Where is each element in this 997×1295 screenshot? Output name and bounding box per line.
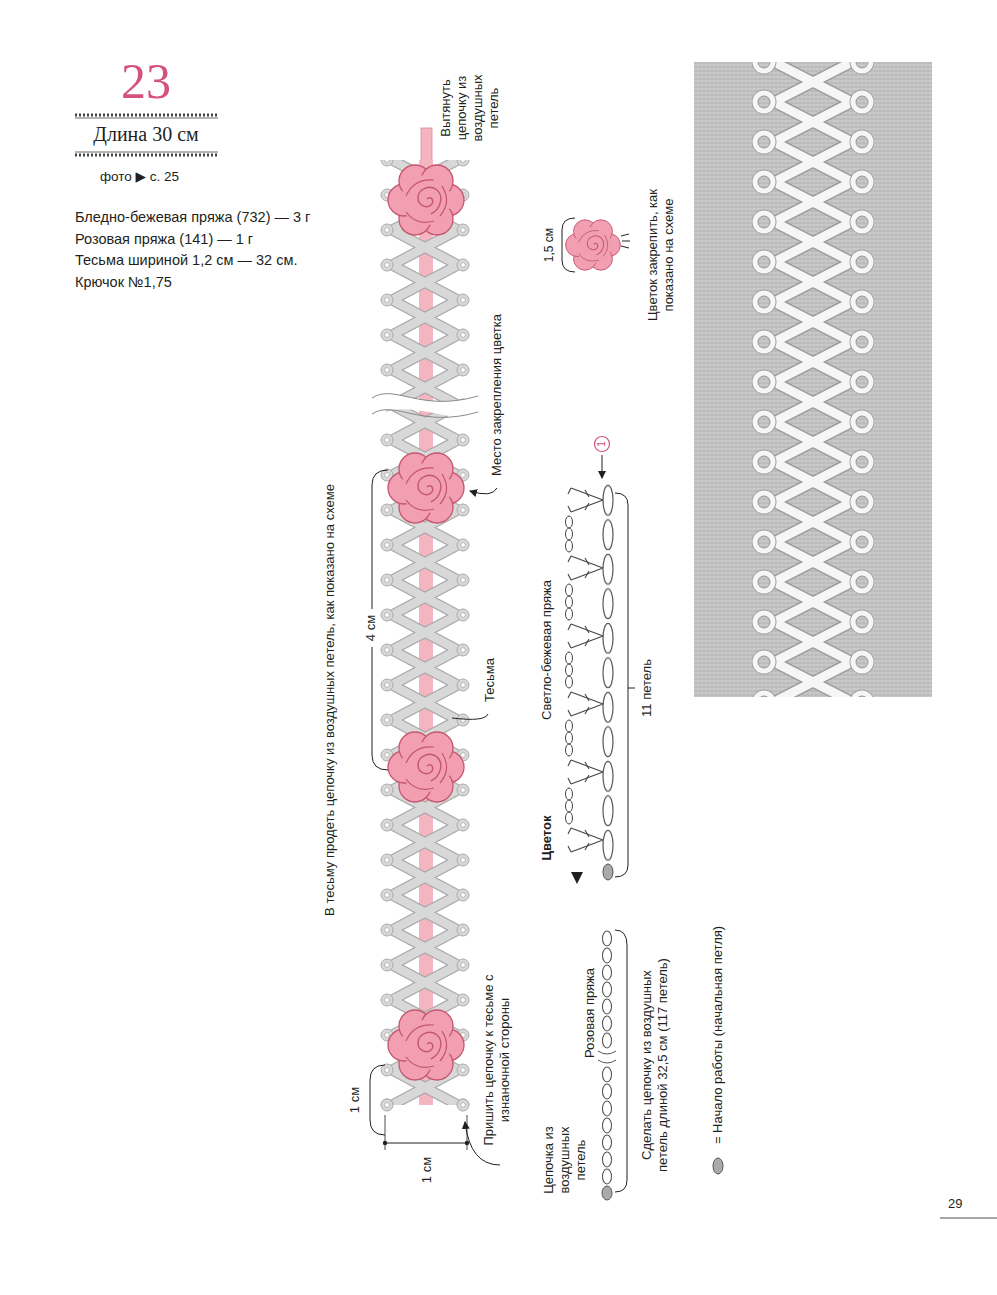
double-crochet-fan: [568, 556, 603, 580]
double-crochet-fan: [568, 692, 603, 716]
count-label: 11 петель: [639, 643, 655, 733]
rose-flower: [388, 165, 464, 235]
start-loop-symbol: [713, 1158, 723, 1174]
part-label: Цветок: [539, 808, 555, 868]
dimension-label: 1,5 см: [542, 220, 557, 270]
length-bracket: [615, 930, 627, 1192]
double-crochet-fan: [568, 624, 603, 648]
step-number: 1: [596, 438, 608, 450]
chain-arc: [566, 652, 573, 688]
photo-ref: фото ▶ с. 25: [100, 168, 179, 185]
dimension-bracket: [370, 1065, 385, 1135]
break-mark: [598, 1051, 616, 1063]
material-line: Розовая пряжа (141) — 1 г: [75, 230, 253, 248]
direction-arrow: [602, 455, 603, 478]
count-bracket: [615, 493, 635, 877]
rose-flower: [388, 453, 464, 523]
lace-photo: [752, 62, 874, 697]
note-label: Сделать цепочку из воздушных петель длин…: [639, 950, 671, 1180]
rose-flower: [388, 732, 464, 802]
double-crochet-fan: [568, 760, 603, 784]
part-label: Цепочка из воздушных петель: [541, 1113, 589, 1208]
rose-flower: [388, 1010, 464, 1080]
double-crochet-fan: [568, 828, 603, 852]
length-heading: Длина 30 см: [93, 122, 198, 147]
end-marker: [571, 872, 583, 884]
pattern-number: 23: [121, 52, 171, 110]
note-label: В тесьму продеть цепочку из воздушных пе…: [322, 440, 338, 960]
double-crochet-fan: [568, 488, 603, 512]
note-label: Цветок закрепить, как показано на схеме: [645, 180, 677, 330]
note-label: Пришить цепочку к тесьме с изнаночной ст…: [481, 973, 513, 1148]
page-number: 29: [948, 1196, 962, 1212]
fabric-photo: [694, 62, 932, 697]
yarn-label: Розовая пряжа: [582, 958, 598, 1068]
yarn-label: Светло-бежевая пряжа: [539, 570, 555, 730]
rose-flower: [566, 220, 621, 270]
callout-label: Тесьма: [482, 650, 498, 710]
dimension-label: 1 см: [419, 1153, 435, 1187]
page-rule: [940, 1218, 997, 1219]
dotted-rule: [75, 115, 218, 155]
pink-chain: [600, 930, 614, 1049]
foundation-chain: [598, 483, 618, 863]
material-line: Бледно-бежевая пряжа (732) — 3 г: [75, 208, 310, 226]
dimension-label: 1 см: [347, 1083, 363, 1117]
chain-arc: [566, 584, 573, 620]
material-line: Тесьма шириной 1,2 см — 32 см.: [75, 251, 297, 269]
material-line: Крючок №1,75: [75, 273, 172, 291]
leader-line: [452, 714, 488, 719]
start-loop: [603, 864, 613, 880]
dimension-bracket: [562, 218, 575, 272]
attach-ticks: [621, 234, 630, 248]
pink-chain: [600, 1066, 614, 1185]
crochet-lattice: [380, 160, 470, 1105]
step-circle: [595, 437, 610, 452]
leader-line: [470, 488, 497, 494]
callout-label: Место закрепления цветка: [489, 305, 505, 485]
chain-arc: [566, 720, 573, 756]
break-mark: [372, 394, 478, 418]
dimension-label: 4 см: [363, 609, 379, 647]
note-label: Вытянуть цепочку из воздушных петель: [438, 61, 502, 156]
start-loop: [602, 1186, 612, 1200]
dimension-line: [383, 1115, 469, 1150]
end-picots: [381, 1099, 469, 1111]
chain-arc: [566, 516, 573, 552]
chain-arc: [566, 788, 573, 824]
legend-note: = Начало работы (начальная петля): [710, 915, 726, 1155]
